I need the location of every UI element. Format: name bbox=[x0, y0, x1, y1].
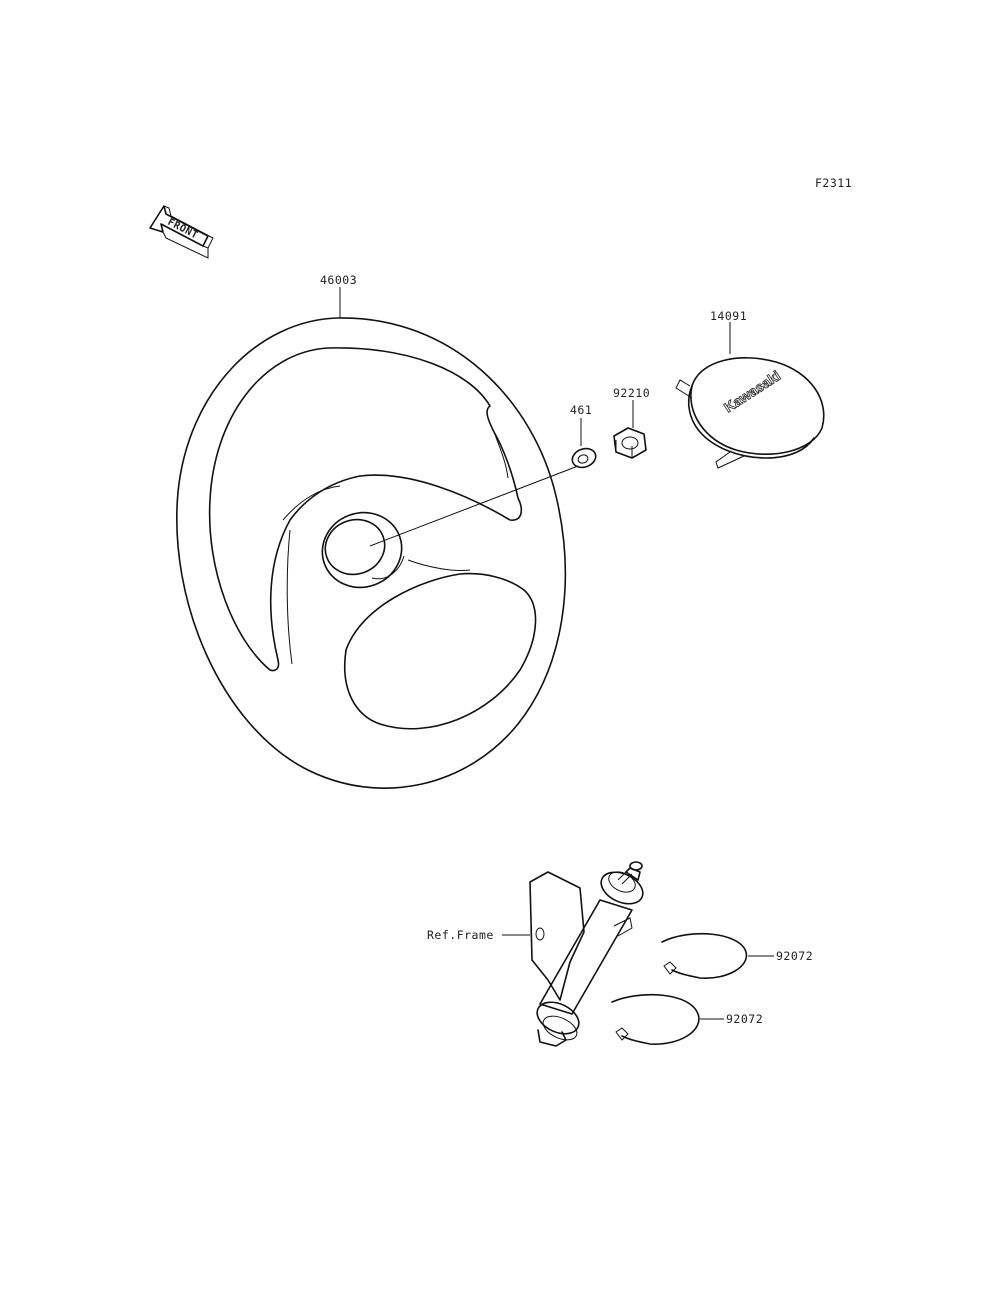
part-label-46003: 46003 bbox=[320, 273, 357, 287]
steering-column bbox=[529, 861, 644, 1047]
front-arrow-icon: FRONT bbox=[149, 205, 214, 259]
part-label-92210: 92210 bbox=[613, 386, 650, 400]
figure-code: F2311 bbox=[815, 176, 852, 190]
part-label-92072-lower: 92072 bbox=[726, 1012, 763, 1026]
front-label: FRONT bbox=[166, 217, 200, 242]
nut bbox=[613, 427, 647, 459]
part-label-461: 461 bbox=[570, 403, 592, 417]
assembly-axis-line bbox=[369, 465, 579, 547]
horn-cap: Kawasaki bbox=[675, 357, 825, 469]
steering-wheel bbox=[176, 317, 567, 789]
clamp-lower bbox=[611, 993, 700, 1045]
part-label-92072-upper: 92072 bbox=[776, 949, 813, 963]
ref-frame-label: Ref.Frame bbox=[427, 928, 494, 942]
kawasaki-logo-text: Kawasaki bbox=[721, 367, 783, 415]
washer bbox=[571, 447, 597, 469]
part-label-14091: 14091 bbox=[710, 309, 747, 323]
clamp-upper bbox=[661, 932, 748, 979]
